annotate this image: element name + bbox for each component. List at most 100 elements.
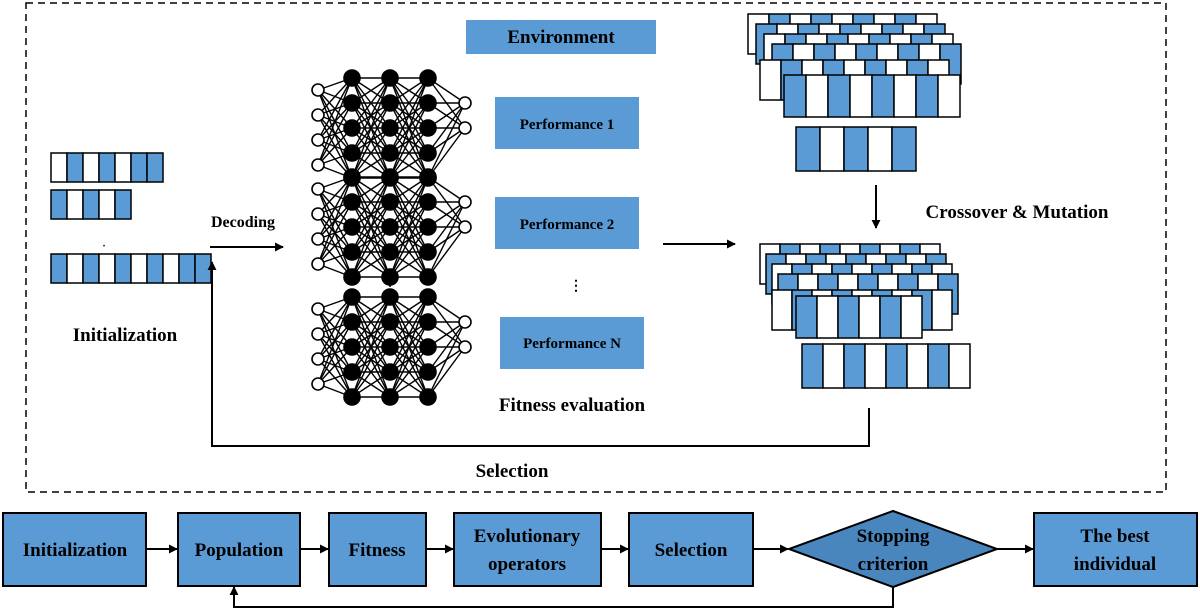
nn-node [343, 119, 361, 137]
decoding-label: Decoding [211, 214, 275, 231]
nn-node [343, 388, 361, 406]
nn-edge [389, 296, 429, 373]
nn-node [381, 119, 399, 137]
initialization-label: Initialization [73, 325, 178, 346]
stack-gene-cell [937, 74, 961, 118]
nn-edge [389, 102, 429, 179]
nn-node [343, 363, 361, 381]
nn-node [381, 268, 399, 286]
nn-node [343, 243, 361, 261]
nn-node [381, 338, 399, 356]
stack-gene-cell [948, 343, 971, 389]
stack-gene-cell [771, 289, 793, 331]
nn-node [419, 69, 437, 87]
nn-node [419, 268, 437, 286]
nn-edge [389, 296, 429, 398]
nn-edge [389, 176, 429, 228]
gene-cell [82, 189, 100, 220]
nn-edge [389, 77, 429, 154]
gene-cell [50, 152, 68, 183]
environment-box [466, 20, 656, 54]
gene-cell [146, 253, 164, 284]
nn-edge [427, 127, 466, 179]
flowchart: Initialization Population Fitness Evolut… [2, 509, 1198, 608]
stack-gene-cell [795, 126, 821, 172]
nn-edge [351, 77, 391, 179]
nn-node [419, 243, 437, 261]
gene-cell [50, 189, 68, 220]
gene-cell [82, 253, 100, 284]
nn-edge [389, 176, 429, 278]
nn-node [419, 218, 437, 236]
nn-edge [351, 77, 391, 129]
nn-node [343, 268, 361, 286]
nn-edge [351, 77, 391, 154]
nn-node [458, 340, 472, 354]
nn-node [381, 363, 399, 381]
nn-node [311, 133, 325, 147]
nn-node [419, 193, 437, 211]
nn-edge [351, 296, 391, 373]
flow-population-label: Population [195, 540, 284, 561]
nn-node [419, 388, 437, 406]
nn-edge [427, 226, 466, 278]
nn-edge [317, 176, 353, 265]
flow-stopping-label-2: criterion [858, 554, 929, 575]
stack-gene-cell [864, 343, 887, 389]
nn-node [419, 338, 437, 356]
nn-edge [351, 321, 391, 398]
gene-cell [66, 152, 84, 183]
nn-edge [351, 201, 391, 278]
nn-node [419, 363, 437, 381]
flow-evolutionary-box [453, 512, 602, 587]
nn-node [419, 119, 437, 137]
performance-label-2: Performance 2 [520, 217, 615, 233]
nn-edge [317, 77, 353, 141]
nn-node [419, 168, 437, 186]
nn-node [311, 182, 325, 196]
nn-edge [317, 176, 353, 240]
stack-gene-cell [906, 343, 929, 389]
stack-gene-cell [795, 295, 818, 339]
gene-cell [66, 253, 84, 284]
nn-edge [427, 201, 466, 253]
nn-edge [427, 201, 466, 278]
nn-edge [351, 226, 391, 278]
nn-node [311, 108, 325, 122]
nn-node [419, 94, 437, 112]
gene-cell [194, 253, 212, 284]
nn-node [419, 288, 437, 306]
flow-best-label-2: individual [1074, 554, 1156, 575]
stack-gene-cell [931, 289, 953, 331]
flow-stopping-diamond [786, 509, 1000, 589]
nn-edge [427, 102, 466, 179]
nn-edge [427, 321, 466, 398]
gene-cell [178, 253, 196, 284]
nn-edge [317, 296, 353, 385]
nn-node [311, 232, 325, 246]
nn-node [343, 144, 361, 162]
flow-evolutionary-label-1: Evolutionary [474, 526, 581, 547]
performance-label-1: Performance 1 [520, 117, 615, 133]
population-stack-bottom [759, 243, 971, 389]
gene-cell [98, 253, 116, 284]
nn-node [311, 207, 325, 221]
stack-gene-cell [783, 74, 807, 118]
gene-cell [66, 189, 84, 220]
gene-cell [162, 253, 180, 284]
nn-node [311, 158, 325, 172]
nn-edge [389, 77, 429, 129]
nn-node [381, 218, 399, 236]
nn-edge [389, 127, 429, 179]
stack-gene-cell [837, 295, 860, 339]
nn-node [311, 257, 325, 271]
nn-edge [317, 102, 353, 166]
nn-edge [351, 176, 391, 228]
stack-gene-cell [879, 295, 902, 339]
nn-node [311, 352, 325, 366]
nn-node [419, 313, 437, 331]
stack-gene-cell [759, 59, 782, 101]
nn-edge [351, 296, 391, 348]
gene-cell [114, 189, 132, 220]
nn-node [343, 288, 361, 306]
